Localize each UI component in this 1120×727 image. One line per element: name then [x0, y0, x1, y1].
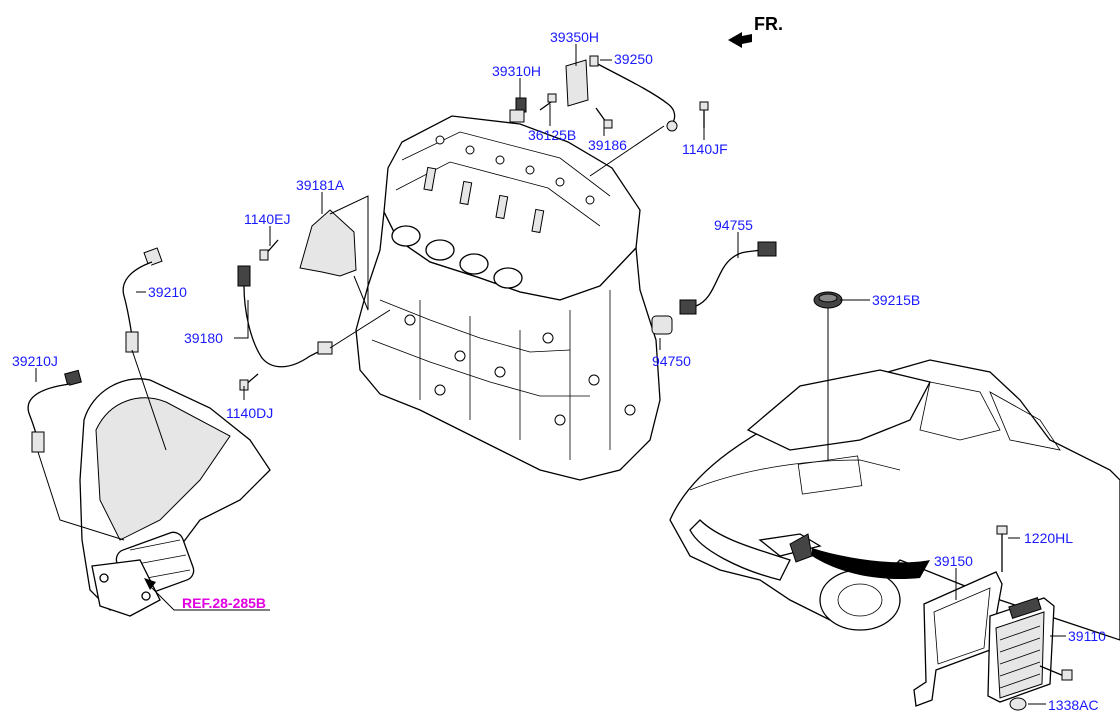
engine-block-illustration — [355, 115, 661, 481]
label-39186: 39186 — [588, 137, 627, 153]
label-94750: 94750 — [652, 353, 691, 369]
label-1338AC: 1338AC — [1048, 697, 1099, 713]
label-39210: 39210 — [148, 284, 187, 300]
part-labels: 39350H 39250 39310H 36125B 39186 1140JF … — [12, 29, 1106, 713]
knock-sensor-94750 — [651, 299, 697, 335]
label-1140DJ: 1140DJ — [226, 405, 273, 421]
label-1140EJ: 1140EJ — [244, 211, 290, 227]
oxygen-sensor-39210 — [122, 247, 163, 353]
front-arrow-icon — [728, 32, 752, 48]
bolt-1220HL — [996, 525, 1008, 572]
front-direction-label: FR. — [754, 14, 783, 34]
oxygen-sensor-39210J — [27, 369, 82, 453]
label-39110: 39110 — [1068, 628, 1106, 644]
reference-label: REF.28-285B — [182, 595, 266, 611]
label-94755: 94755 — [714, 217, 753, 233]
label-39181A: 39181A — [296, 177, 345, 193]
front-direction-indicator: FR. — [728, 14, 783, 48]
spark-plug-tubes — [423, 166, 545, 234]
label-39150: 39150 — [934, 553, 973, 569]
label-1220HL: 1220HL — [1024, 530, 1073, 546]
cam-position-sensor-39310H — [509, 97, 527, 123]
label-39215B: 39215B — [872, 292, 920, 308]
label-36125B: 36125B — [528, 127, 576, 143]
exhaust-manifold-illustration — [79, 378, 271, 617]
ecu-39110 — [987, 597, 1055, 703]
label-1140JF: 1140JF — [682, 141, 728, 157]
vehicle-illustration — [669, 359, 1120, 641]
leader-lines — [35, 44, 1066, 705]
block-bolts — [404, 314, 636, 426]
ecu-bracket-39150 — [913, 571, 1003, 707]
grommet-39215B — [813, 291, 843, 309]
label-39310H: 39310H — [492, 63, 541, 79]
camshaft-sensor-group — [509, 55, 709, 132]
bolt-36125B — [539, 93, 557, 111]
label-39180: 39180 — [184, 330, 223, 346]
bolt-1338AC — [1009, 665, 1073, 711]
sensor-harness-94755 — [695, 241, 777, 307]
sensor-harness-39250 — [589, 55, 678, 132]
label-39350H: 39350H — [550, 29, 599, 45]
label-39210J: 39210J — [12, 353, 58, 369]
label-39250: 39250 — [614, 51, 653, 67]
sensor-harness-39180 — [237, 265, 333, 368]
bolt-1140JF — [699, 101, 709, 128]
reference-arrow-icon — [144, 578, 156, 590]
bolt-1140EJ — [259, 239, 279, 261]
heat-shield-39181A — [299, 209, 357, 277]
cam-bolts — [435, 135, 595, 205]
exhaust-ports — [391, 225, 523, 289]
sensor-bracket-39350H — [565, 59, 589, 107]
bolt-1140DJ — [239, 373, 259, 391]
